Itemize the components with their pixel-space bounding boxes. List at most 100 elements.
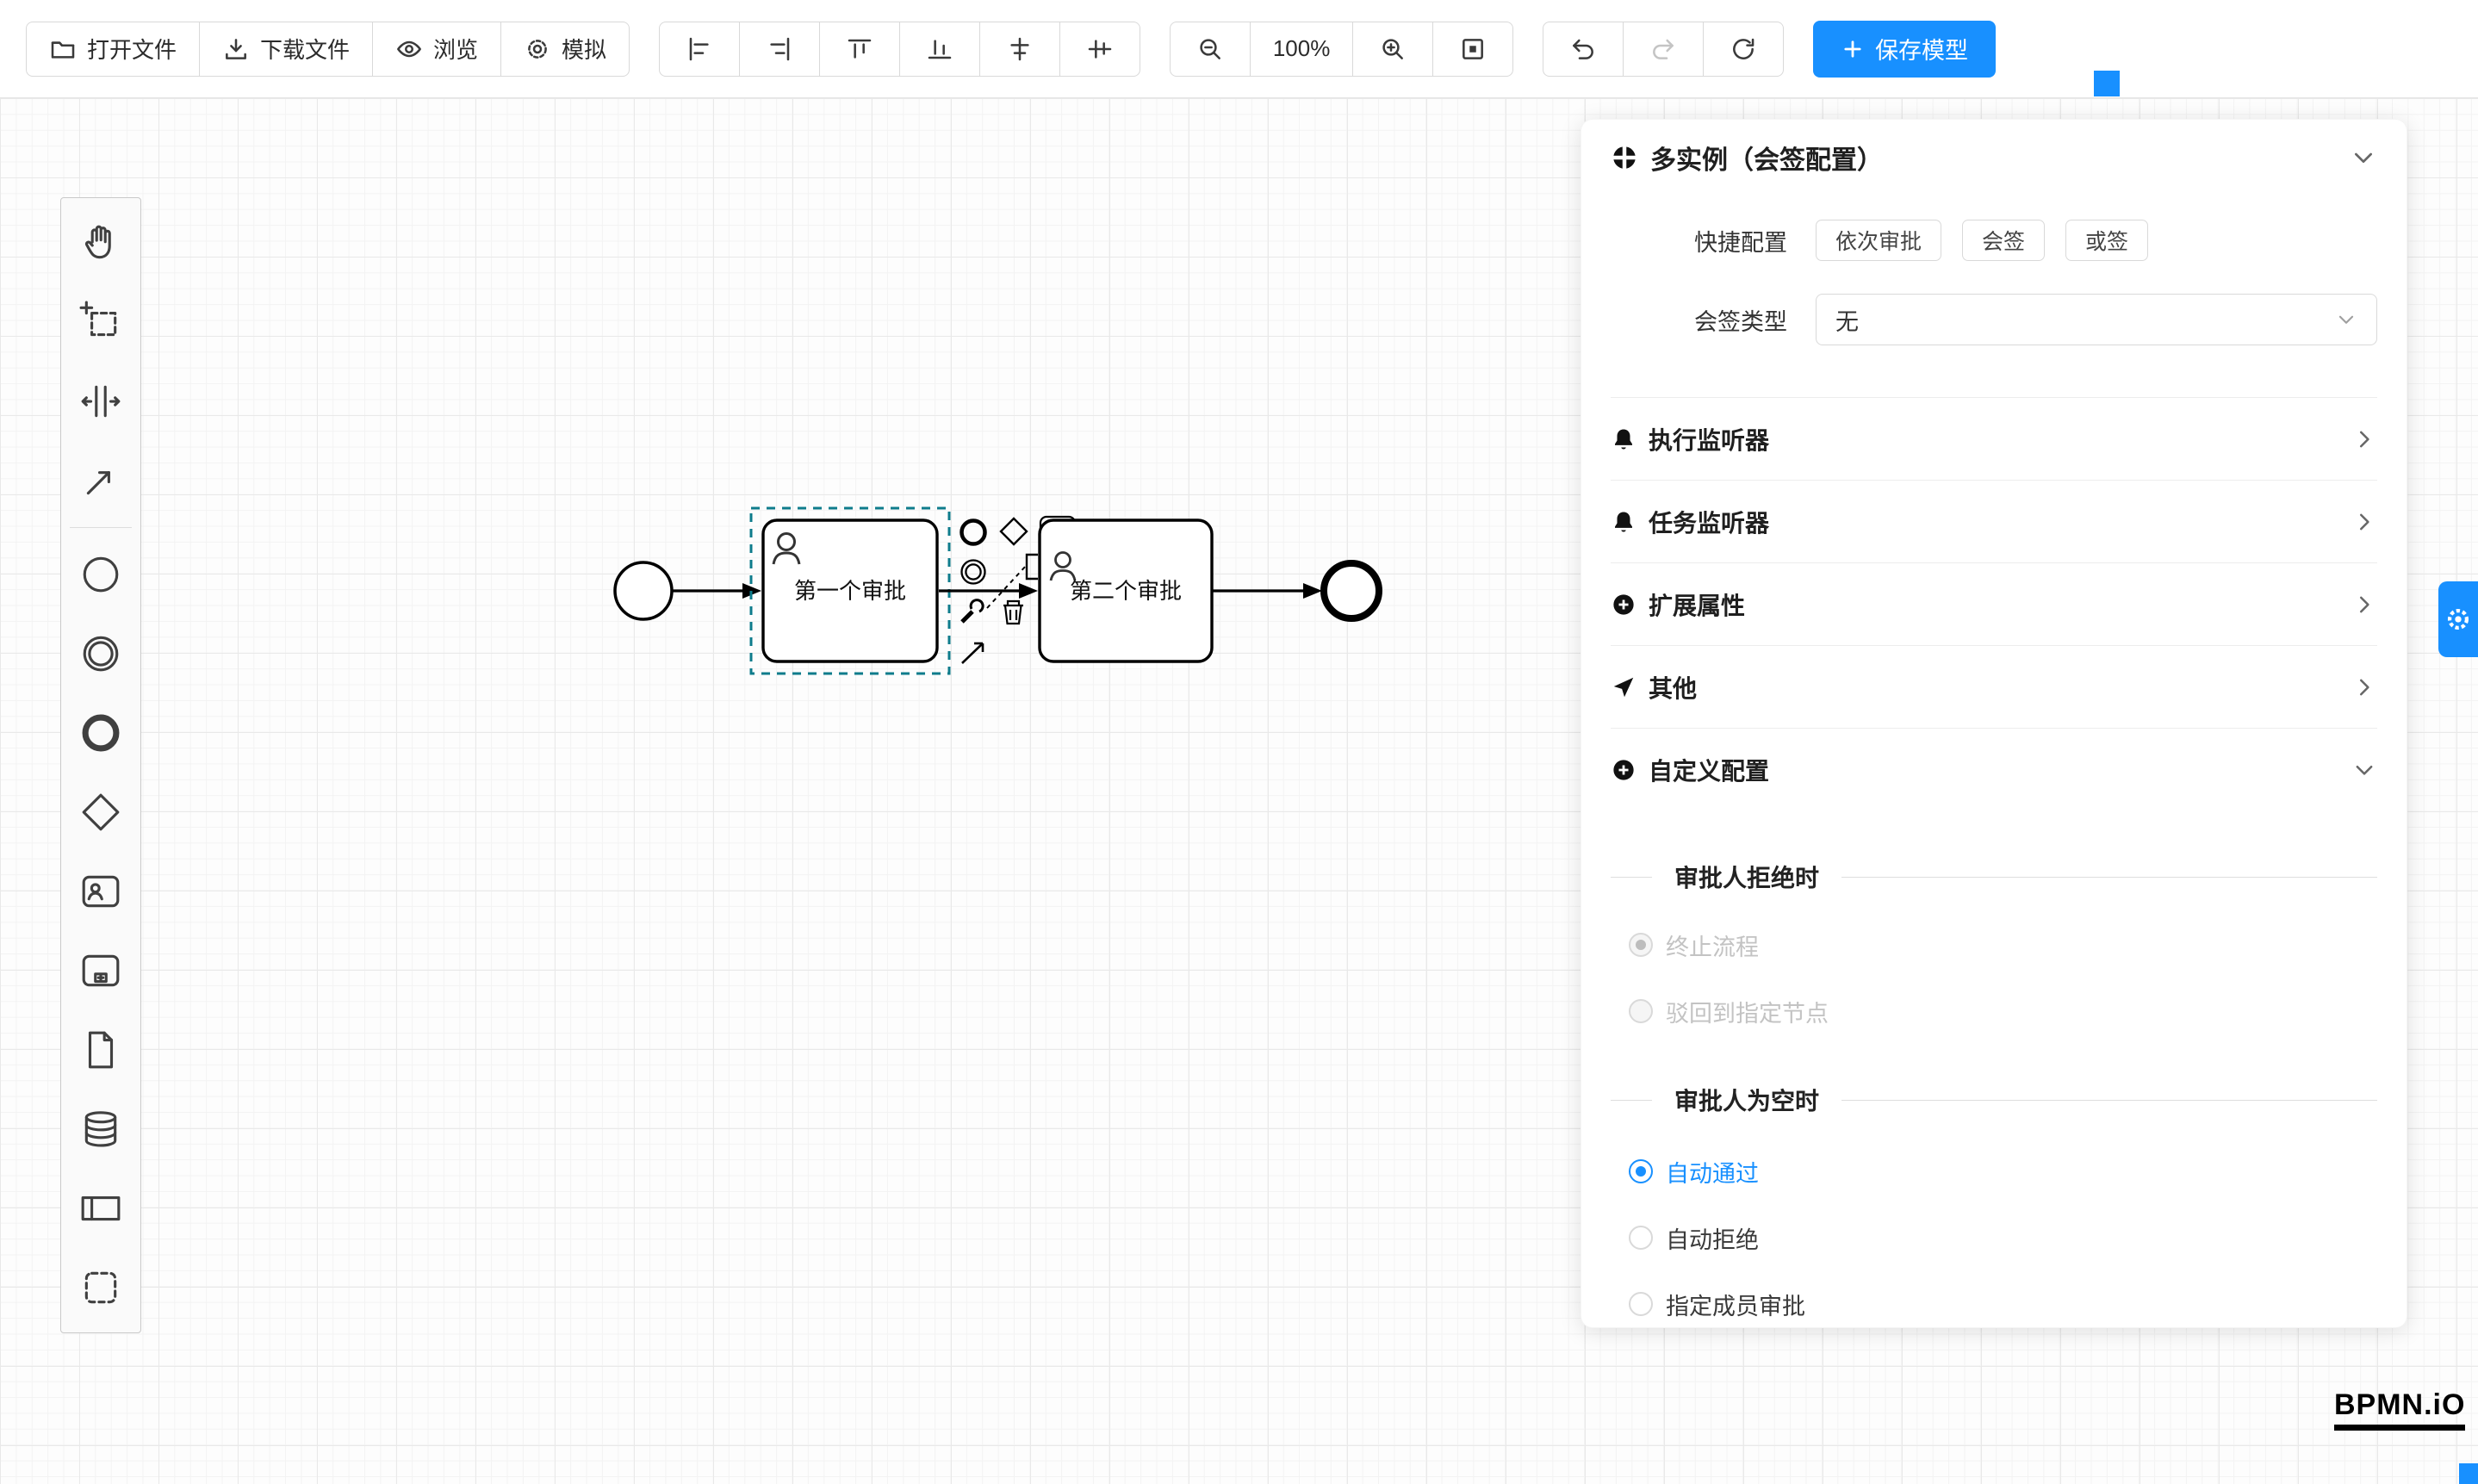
radio-auto-reject[interactable]: 自动拒绝 bbox=[1629, 1219, 2377, 1257]
radio-reject-to-node[interactable]: 驳回到指定节点 bbox=[1629, 994, 2377, 1028]
user-icon bbox=[1049, 551, 1077, 581]
create-start-event[interactable] bbox=[61, 535, 140, 614]
sequence-flow-1[interactable] bbox=[672, 583, 761, 599]
countersign-type-label: 会签类型 bbox=[1694, 308, 1787, 335]
align-top-button[interactable] bbox=[819, 21, 901, 77]
radio-assign-member[interactable]: 指定成员审批 bbox=[1629, 1285, 2377, 1323]
create-data-object[interactable] bbox=[61, 1010, 140, 1090]
gear-icon bbox=[2447, 608, 2469, 630]
section-custom-config[interactable]: 自定义配置 bbox=[1611, 728, 2377, 810]
connect-icon bbox=[86, 471, 110, 495]
radio-circle bbox=[1629, 1159, 1653, 1183]
zoom-out-icon bbox=[1200, 38, 1220, 59]
end-event-icon bbox=[82, 714, 120, 752]
replace-wrench-icon[interactable] bbox=[960, 599, 984, 624]
panel-toggle-tab[interactable] bbox=[2438, 581, 2478, 657]
bpmn-io-logo[interactable]: BPMN.iO bbox=[2334, 1388, 2466, 1431]
append-end-event-icon[interactable] bbox=[960, 518, 987, 546]
radio-label: 驳回到指定节点 bbox=[1666, 1000, 1829, 1027]
align-bottom-button[interactable] bbox=[899, 21, 981, 77]
download-file-button[interactable]: 下载文件 bbox=[199, 21, 374, 77]
sequence-flow-2[interactable] bbox=[939, 583, 1038, 599]
create-subprocess[interactable] bbox=[61, 931, 140, 1010]
gateway-icon bbox=[82, 793, 120, 831]
align-center-vertical-icon bbox=[1088, 39, 1112, 59]
align-left-icon bbox=[689, 37, 709, 60]
redo-button[interactable] bbox=[1623, 21, 1705, 77]
lasso-tool[interactable] bbox=[61, 283, 140, 362]
hand-tool[interactable] bbox=[61, 203, 140, 283]
append-gateway-icon[interactable] bbox=[999, 517, 1028, 546]
countersign-type-select[interactable]: 无 bbox=[1816, 294, 2377, 345]
file-actions-group: 打开文件 下载文件 浏览 模拟 bbox=[26, 21, 630, 77]
align-bottom-icon bbox=[928, 39, 952, 59]
append-intermediate-event-icon[interactable] bbox=[960, 559, 986, 585]
panel-header[interactable]: 多实例（会签配置） bbox=[1611, 120, 2377, 196]
create-end-event[interactable] bbox=[61, 693, 140, 773]
scroll-indicator-top[interactable] bbox=[2094, 71, 2120, 96]
participant-icon bbox=[81, 1195, 121, 1221]
user-icon bbox=[772, 532, 801, 565]
create-user-task[interactable] bbox=[61, 852, 140, 931]
connect-arrow-icon[interactable] bbox=[961, 642, 984, 664]
quick-option-countersign[interactable]: 会签 bbox=[1962, 220, 2046, 261]
save-model-label: 保存模型 bbox=[1875, 38, 1969, 64]
start-event-shape[interactable] bbox=[613, 561, 674, 621]
section-other[interactable]: 其他 bbox=[1611, 645, 2377, 728]
zoom-in-button[interactable] bbox=[1352, 21, 1434, 77]
intermediate-event-icon bbox=[83, 636, 119, 672]
radio-auto-pass[interactable]: 自动通过 bbox=[1629, 1152, 2377, 1190]
create-intermediate-event[interactable] bbox=[61, 614, 140, 693]
scroll-indicator-corner[interactable] bbox=[2459, 1463, 2478, 1484]
align-left-button[interactable] bbox=[659, 21, 741, 77]
start-event-icon bbox=[83, 556, 119, 593]
section-extended-properties[interactable]: 扩展属性 bbox=[1611, 562, 2377, 645]
zoom-out-button[interactable] bbox=[1170, 21, 1251, 77]
preview-button[interactable]: 浏览 bbox=[372, 21, 502, 77]
task-first-approval[interactable]: 第一个审批 bbox=[761, 518, 939, 663]
connect-preview-line bbox=[986, 565, 1027, 609]
sequence-flow-3[interactable] bbox=[1212, 583, 1322, 599]
align-right-icon bbox=[770, 37, 790, 60]
align-center-horizontal-button[interactable] bbox=[979, 21, 1061, 77]
end-event-shape[interactable] bbox=[1320, 560, 1382, 622]
global-connect-tool[interactable] bbox=[61, 441, 140, 520]
section-title: 自定义配置 bbox=[1649, 757, 1770, 785]
send-icon bbox=[1613, 677, 1634, 697]
align-right-button[interactable] bbox=[739, 21, 821, 77]
toolbar: 打开文件 下载文件 浏览 模拟 bbox=[0, 0, 2478, 98]
section-title: 扩展属性 bbox=[1649, 592, 1746, 619]
hand-icon bbox=[84, 225, 111, 259]
section-execution-listener[interactable]: 执行监听器 bbox=[1611, 397, 2377, 480]
task-second-approval[interactable]: 第二个审批 bbox=[1038, 518, 1214, 663]
zoom-level: 100% bbox=[1250, 21, 1354, 77]
undo-button[interactable] bbox=[1543, 21, 1624, 77]
create-gateway[interactable] bbox=[61, 773, 140, 852]
task-label: 第二个审批 bbox=[1070, 578, 1182, 604]
history-group bbox=[1543, 21, 1785, 77]
save-model-button[interactable]: 保存模型 bbox=[1813, 20, 1997, 78]
create-group[interactable] bbox=[61, 1248, 140, 1327]
create-participant[interactable] bbox=[61, 1169, 140, 1248]
radio-terminate-process[interactable]: 终止流程 bbox=[1629, 928, 2377, 962]
align-center-horizontal-icon bbox=[1010, 37, 1029, 60]
section-task-listener[interactable]: 任务监听器 bbox=[1611, 480, 2377, 562]
quick-option-sequential[interactable]: 依次审批 bbox=[1816, 220, 1942, 261]
redo-icon bbox=[1653, 39, 1674, 59]
element-palette bbox=[60, 197, 141, 1333]
delete-trash-icon[interactable] bbox=[1003, 599, 1023, 625]
simulate-button[interactable]: 模拟 bbox=[500, 21, 630, 77]
append-text-annotation-icon[interactable] bbox=[1025, 553, 1038, 581]
chevron-right-icon bbox=[2360, 513, 2369, 530]
divider-empty: 审批人为空时 bbox=[1611, 1087, 2377, 1115]
reset-view-button[interactable] bbox=[1432, 21, 1514, 77]
refresh-icon bbox=[1733, 38, 1754, 59]
divider-title: 审批人为空时 bbox=[1674, 1088, 1820, 1115]
quick-option-orsign[interactable]: 或签 bbox=[2065, 220, 2149, 261]
restart-button[interactable] bbox=[1703, 21, 1785, 77]
chevron-down-icon[interactable] bbox=[2350, 144, 2377, 171]
open-file-button[interactable]: 打开文件 bbox=[26, 21, 201, 77]
create-data-store[interactable] bbox=[61, 1090, 140, 1169]
space-tool[interactable] bbox=[61, 362, 140, 441]
align-center-vertical-button[interactable] bbox=[1059, 21, 1141, 77]
